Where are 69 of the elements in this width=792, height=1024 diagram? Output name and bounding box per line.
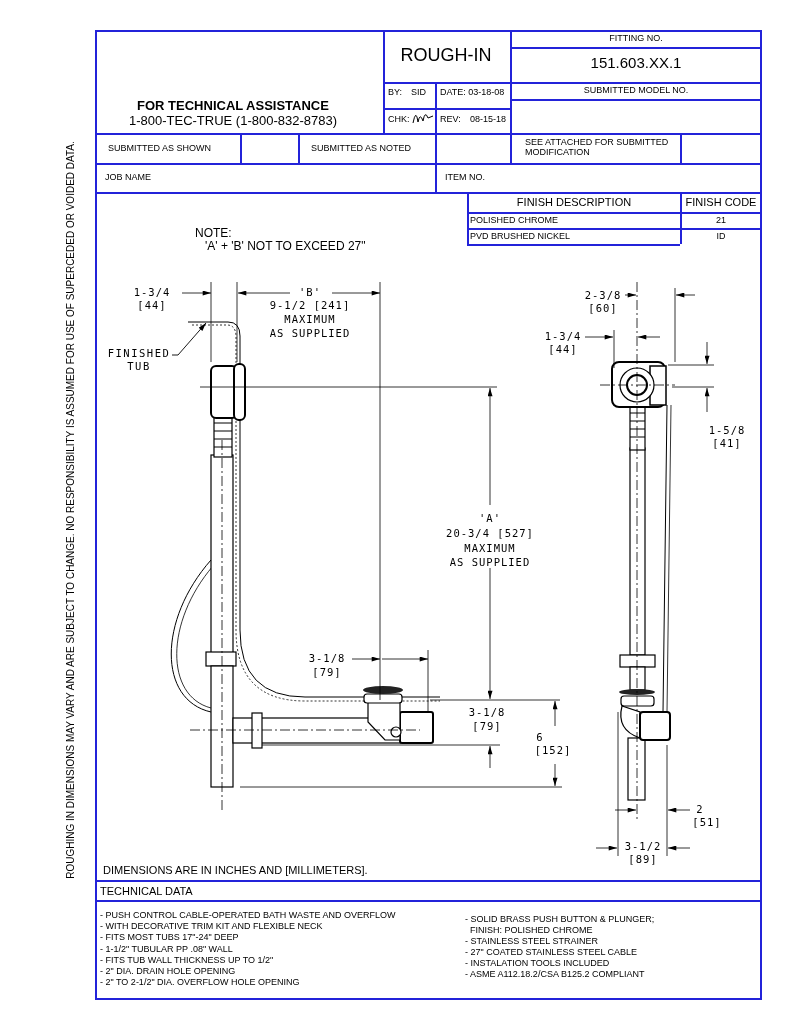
label-text: 151.603.XX.1 — [590, 54, 682, 72]
label-text: - FITS TUB WALL THICKNESS UP TO 1/2" — [100, 954, 274, 966]
label-text: BY: — [388, 87, 402, 98]
dimension-text: 1-3/4 — [544, 330, 582, 343]
label-text: 'A' + 'B' NOT TO EXCEED 27" — [205, 240, 366, 254]
label-text: FOR TECHNICAL ASSISTANCE — [137, 99, 329, 114]
label-text: JOB NAME — [105, 172, 151, 183]
label-text: ID — [716, 231, 726, 242]
dimension-text: [60] — [588, 302, 618, 315]
label-text: FINISH: POLISHED CHROME — [470, 925, 593, 936]
dimension-text: 1-5/8 — [708, 424, 746, 437]
dimension-text: 1-3/4 — [133, 286, 171, 299]
label-text: PVD BRUSHED NICKEL — [470, 231, 571, 242]
dimension-text: 'B' — [299, 286, 321, 299]
dimension-text: AS SUPPLIED — [449, 556, 531, 569]
dimension-text: [152] — [534, 744, 572, 757]
label-text: SUBMITTED AS NOTED — [311, 143, 411, 154]
label-text: SID — [411, 87, 426, 98]
label-text: - PUSH CONTROL CABLE-OPERATED BATH WASTE AND OVERFLOW — [100, 910, 396, 921]
dimension-text: [79] — [312, 666, 342, 679]
dimension-text: 9-1/2 [241] — [269, 299, 351, 312]
label-text: REV: — [440, 114, 461, 125]
dimension-text: [51] — [692, 816, 722, 829]
dimension-text: 2 — [696, 803, 704, 816]
label-text: 21 — [716, 215, 726, 226]
label-text: - WITH DECORATIVE TRIM KIT AND FLEXIBLE NECK — [100, 921, 323, 932]
label-text: SUBMITTED AS SHOWN — [108, 143, 211, 154]
dimension-text: MAXIMUM — [464, 542, 516, 555]
label-text: NOTE: — [195, 227, 232, 241]
dimension-text: 3-1/8 — [308, 652, 346, 665]
disclaimer-text: ROUGHING IN DIMENSIONS MAY VARY AND ARE SUBJECT TO CHANGE. NO RESPONSIBILITY IS ASSUMED FOR USE OF SUPERCEDED OR VOIDED DATA. — [64, 141, 76, 879]
label-text: - INSTALATION TOOLS INCLUDED — [465, 958, 610, 969]
dimension-text: MAXIMUM — [284, 313, 336, 326]
label-text: FINISH DESCRIPTION — [516, 196, 632, 209]
dimension-text: [41] — [712, 437, 742, 450]
label-text: 1-800-TEC-TRUE (1-800-832-8783) — [128, 114, 338, 129]
label-text: TECHNICAL DATA — [100, 885, 193, 898]
dimension-text: 'A' — [479, 512, 501, 525]
label-text: - 1-1/2" TUBULAR PP .08" WALL — [100, 943, 233, 954]
label-text: - 2" TO 2-1/2" DIA. OVERFLOW HOLE OPENING — [100, 977, 300, 988]
dimension-text: AS SUPPLIED — [269, 327, 351, 340]
label-text: DIMENSIONS ARE IN INCHES AND [MILLIMETERS]. — [103, 864, 368, 877]
label-text: ITEM NO. — [445, 172, 485, 183]
label-text: ROUGH-IN — [400, 45, 492, 66]
label-text: 08-15-18 — [470, 114, 507, 125]
label-text: - 2" DIA. DRAIN HOLE OPENING — [100, 966, 236, 977]
label-text: - 27" COATED STAINLESS STEEL CABLE — [465, 947, 638, 958]
dimension-text: 20-3/4 [527] — [446, 527, 534, 540]
dimension-text: [44] — [137, 299, 167, 312]
dimension-text: 6 — [536, 731, 544, 744]
dimension-text: [44] — [548, 343, 578, 356]
label-text: - FITS MOST TUBS 17"-24" DEEP — [100, 932, 239, 943]
label-text: - STAINLESS STEEL STRAINER — [465, 936, 599, 947]
label-text: SUBMITTED MODEL NO. — [583, 85, 689, 96]
label-text: DATE: 03-18-08 — [440, 87, 505, 98]
dimension-text: 3-1/8 — [468, 706, 506, 719]
label-text: - SOLID BRASS PUSH BUTTON & PLUNGER; — [465, 914, 655, 925]
label-text: FITTING NO. — [609, 33, 663, 44]
label-text: FINISH CODE — [685, 196, 757, 209]
dimension-text: [89] — [628, 853, 658, 866]
label-text: - ASME A112.18.2/CSA B125.2 COMPLIANT — [465, 969, 645, 980]
label-text: SEE ATTACHED FOR SUBMITTED MODIFICATION — [525, 137, 670, 158]
dimension-text: [79] — [472, 720, 502, 733]
dimension-text: 3-1/2 — [624, 840, 662, 853]
tub-wall-drawing — [187, 321, 441, 702]
dimension-text: 2-3/8 — [584, 289, 622, 302]
label-text: POLISHED CHROME — [470, 215, 558, 226]
label-text: CHK: — [388, 114, 410, 125]
callout-label: FINISHED TUB — [106, 347, 172, 373]
